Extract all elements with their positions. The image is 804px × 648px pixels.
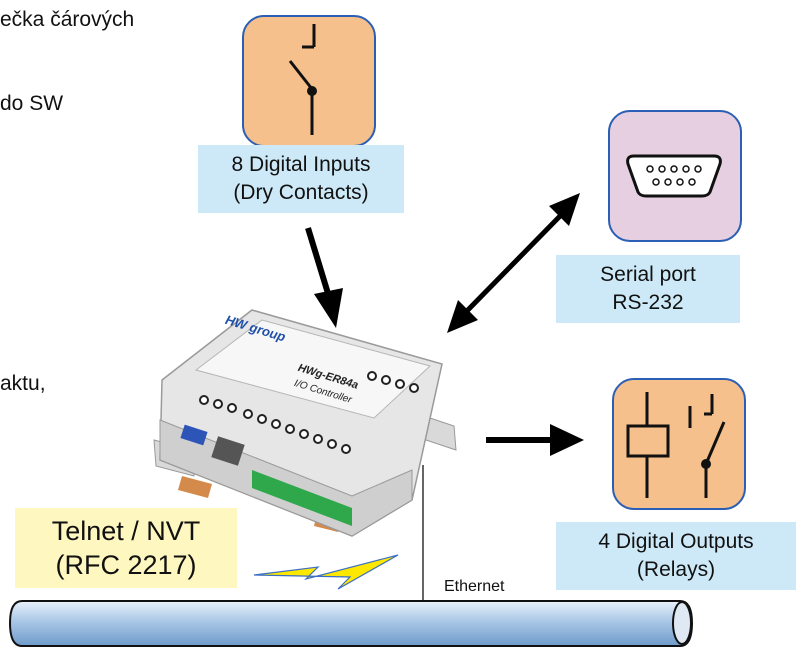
inputs-to-device-arrowhead <box>314 288 343 328</box>
serial-arrowhead-port-end <box>549 193 580 226</box>
lightning-bolt-icon <box>253 554 399 590</box>
telnet-line1: Telnet / NVT <box>51 516 201 546</box>
inputs-to-device-arrow-shaft <box>305 227 333 301</box>
serial-port-icon-tile <box>608 110 742 242</box>
db9-connector-icon <box>626 154 722 198</box>
digital-outputs-label: 4 Digital Outputs (Relays) <box>556 522 796 590</box>
background-text-fragment-2: do SW <box>0 92 64 115</box>
background-text-fragment-1: ečka čárových <box>0 8 135 31</box>
digital-inputs-label: 8 Digital Inputs (Dry Contacts) <box>198 145 404 213</box>
digital-inputs-label-line2: (Dry Contacts) <box>233 181 369 204</box>
relay-icon <box>626 392 726 498</box>
ethernet-cable-pipe <box>8 600 694 647</box>
digital-inputs-label-line1: 8 Digital Inputs <box>231 153 371 176</box>
digital-outputs-label-line1: 4 Digital Outputs <box>598 530 754 553</box>
io-controller-device <box>153 309 457 537</box>
serial-port-label: Serial port RS-232 <box>556 255 740 323</box>
switch-contact-icon <box>288 24 317 135</box>
digital-inputs-icon-tile <box>242 15 376 147</box>
telnet-nvt-box: Telnet / NVT (RFC 2217) <box>15 508 237 588</box>
device-to-relays-arrowhead <box>550 424 584 456</box>
serial-bidirectional-arrow-shaft <box>460 210 566 318</box>
background-text-fragment-3: aktu, <box>0 372 46 395</box>
ethernet-label: Ethernet <box>444 578 505 595</box>
serial-port-label-line2: RS-232 <box>612 291 684 314</box>
serial-arrowhead-device-end <box>447 300 478 333</box>
telnet-line2: (RFC 2217) <box>55 550 197 580</box>
serial-port-label-line1: Serial port <box>600 263 696 286</box>
digital-outputs-label-line2: (Relays) <box>636 558 716 581</box>
relay-outputs-icon-tile <box>612 378 746 510</box>
